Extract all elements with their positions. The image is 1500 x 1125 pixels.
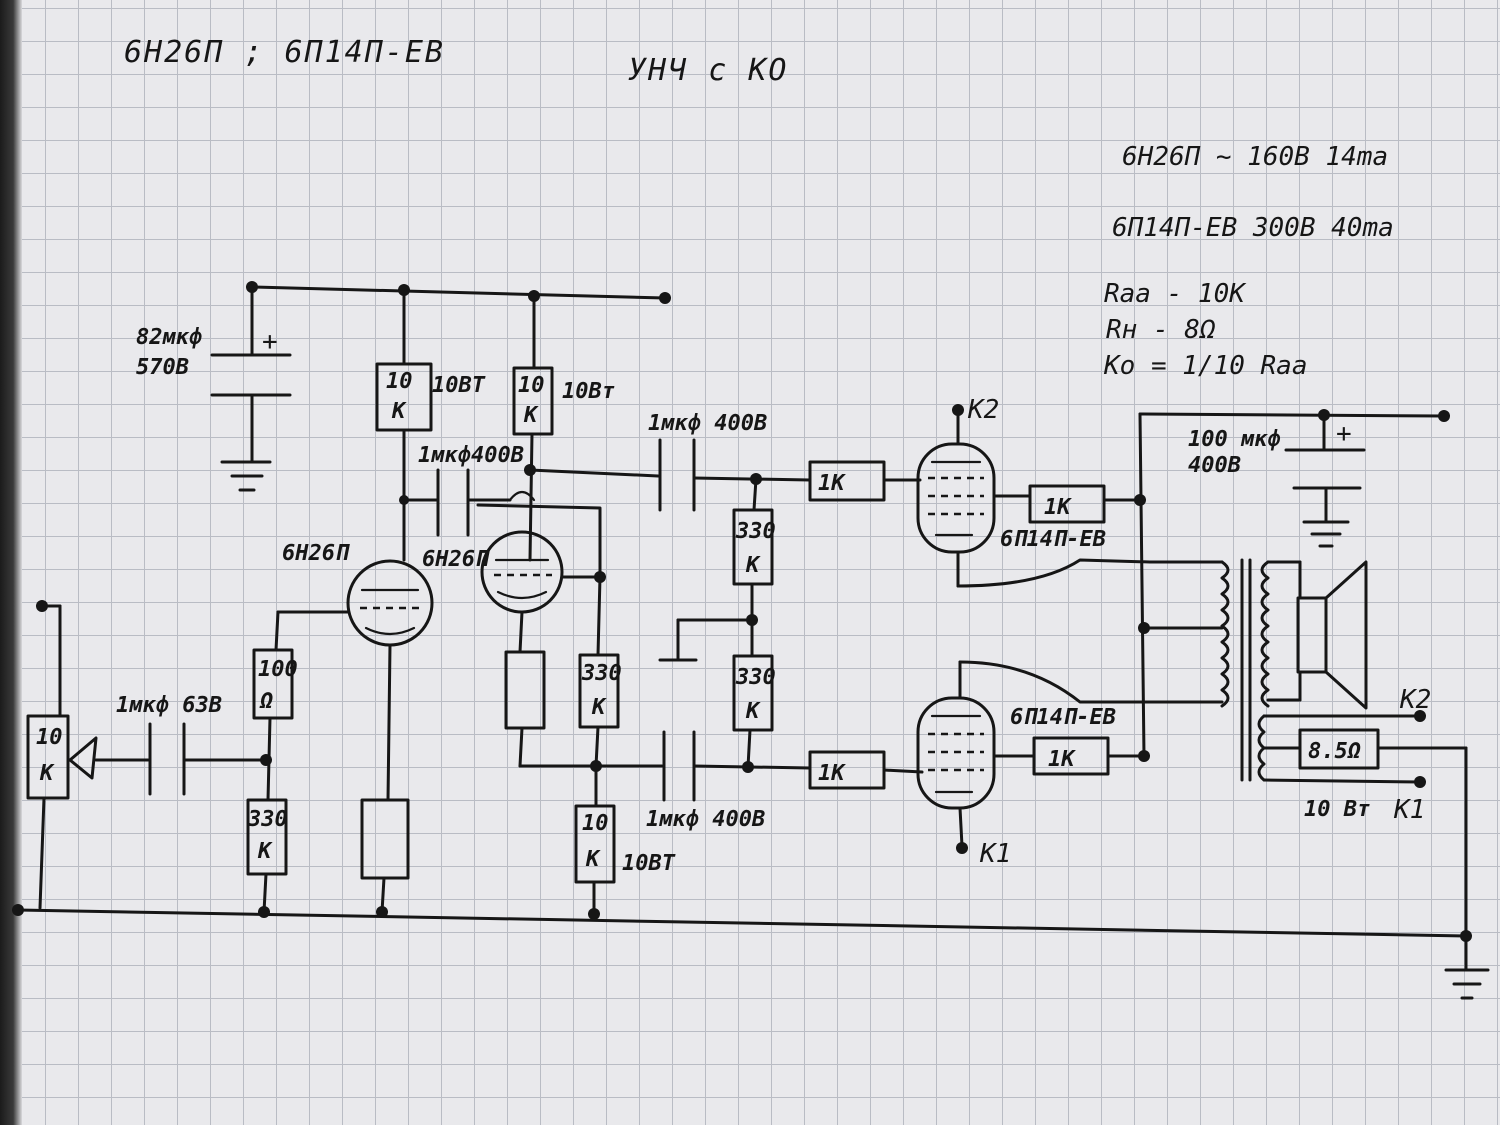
screen-r-bottom-label: 1K: [1048, 747, 1076, 772]
output-tube-top-label: 6П14П-ЕВ: [1000, 527, 1106, 552]
speaker: [1296, 560, 1368, 710]
screen-resistor-top: [1028, 484, 1146, 524]
grid-stopper-top: [808, 460, 922, 502]
k2-top-label: K2: [967, 395, 999, 425]
param-rn: Rн - 8Ω: [1106, 315, 1216, 345]
k2-right-label: K2: [1399, 685, 1431, 715]
tube-2-cathode-network: [504, 650, 620, 920]
paper-edge: [0, 0, 22, 1125]
grid-r-unit: Ω: [259, 689, 273, 714]
output-supply-rail: [1138, 409, 1450, 758]
anode-r1-watt: 10ВТ: [432, 373, 486, 398]
input-potentiometer: [26, 600, 150, 910]
r330-a-value: 330: [581, 661, 622, 686]
coupling-capacitor-top: [524, 438, 812, 512]
input-cap-label: 1мкф 63В: [116, 693, 222, 718]
tail-r-unit: K: [585, 847, 601, 872]
title-tubes: 6Н26П ; 6П14П-ЕВ: [124, 35, 445, 70]
tail-r-value: 10: [582, 811, 609, 836]
r330-c-unit: K: [745, 699, 761, 724]
grid-leak-value: 330: [247, 807, 288, 832]
ground-rail: [12, 904, 1490, 1000]
out-cap-voltage: 400В: [1188, 453, 1241, 478]
anode-r1-value: 10: [386, 369, 413, 394]
anode-r1-unit: K: [391, 399, 407, 424]
param-ko: Ko = 1/10 Raa: [1103, 351, 1308, 381]
title-type: УНЧ с КО: [628, 53, 789, 88]
grid-leak-unit: K: [257, 839, 273, 864]
output-transformer: [1146, 558, 1422, 784]
output-tube-top: [916, 404, 1152, 588]
psu-cap-plus: +: [262, 327, 278, 357]
param-raa: Raa - 10K: [1104, 279, 1247, 309]
pot-unit: K: [39, 761, 55, 786]
feedback-r-watt: 10 Вт: [1304, 797, 1370, 822]
input-capacitor: [148, 722, 272, 796]
anode-r2-watt: 10Вт: [562, 379, 615, 404]
grid-stopper-bottom: [808, 750, 924, 790]
interstage-capacitor: [399, 468, 512, 537]
b-plus-rail: [246, 281, 671, 304]
feedback-resistor: [1298, 710, 1468, 938]
tube-1: [276, 559, 434, 802]
output-tube-bottom-label: 6П14П-ЕВ: [1010, 705, 1116, 730]
grid-resistor-column: [246, 610, 294, 914]
screen-r-top-label: 1K: [1044, 495, 1072, 520]
r330-a-unit: K: [591, 695, 607, 720]
out-cap-label: 100 мкф: [1188, 427, 1281, 452]
anode-resistor-2: [512, 294, 554, 562]
tube-1-cathode-resistor: [360, 798, 410, 918]
tail-r-watt: 10ВТ: [622, 851, 676, 876]
grid-stop-top-label: 1K: [818, 471, 846, 496]
coupling-cap-top-label: 1мкф 400В: [648, 411, 767, 436]
k1-bottom-label: K1: [979, 839, 1011, 869]
anode-r2-unit: K: [523, 403, 539, 428]
bias-resistor-column: [658, 477, 774, 769]
k1-right-label: K1: [1393, 795, 1425, 825]
coupling-capacitor-bottom: [598, 730, 812, 802]
tube-2-grid-wire: [476, 503, 606, 657]
interstage-cap-label: 1мкф400В: [418, 443, 524, 468]
grid-stop-bottom-label: 1K: [818, 761, 846, 786]
spec-line-1: 6Н26П ~ 160В 14ma: [1122, 142, 1388, 172]
pot-value: 10: [36, 725, 63, 750]
output-tube-bottom: [916, 660, 1150, 854]
anode-r2-value: 10: [518, 373, 545, 398]
grid-r-value: 100: [258, 657, 298, 682]
out-cap-plus: +: [1336, 419, 1352, 449]
psu-cap-label: 82мкф: [136, 325, 202, 350]
r330-b-unit: K: [745, 553, 761, 578]
r330-b-value: 330: [735, 519, 776, 544]
tube-2-label: 6Н26П: [422, 547, 490, 572]
anode-resistor-1: [375, 288, 433, 562]
tube-1-label: 6Н26П: [282, 541, 350, 566]
feedback-r-label: 8.5Ω: [1308, 739, 1361, 764]
r330-c-value: 330: [735, 665, 776, 690]
psu-capacitor: [210, 285, 292, 492]
coupling-cap-bottom-label: 1мкф 400В: [646, 807, 765, 832]
psu-cap-voltage: 570В: [136, 355, 189, 380]
tube-2: [480, 490, 602, 654]
spec-line-2: 6П14П-ЕВ 300В 40ma: [1112, 213, 1394, 243]
